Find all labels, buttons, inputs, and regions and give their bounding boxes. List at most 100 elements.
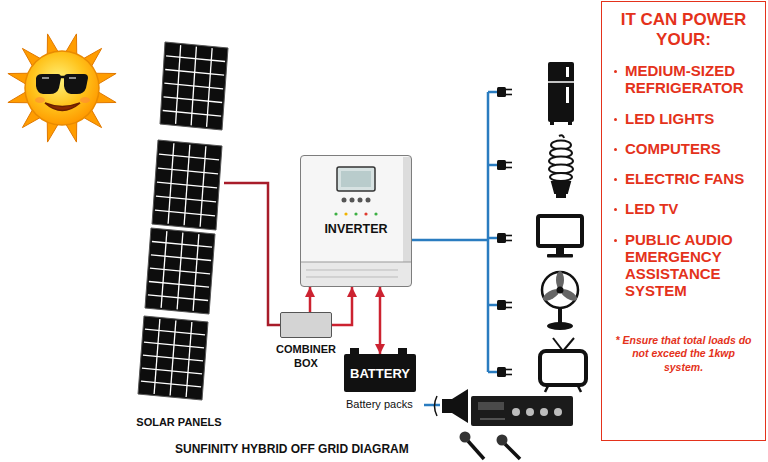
inverter-base <box>301 262 411 286</box>
sunglasses <box>36 74 61 94</box>
bulb-icon <box>550 173 572 181</box>
refrigerator-icon <box>550 122 554 125</box>
inverter-screen <box>341 171 371 187</box>
tv-icon <box>578 386 581 392</box>
list-item: LED TV <box>614 200 759 217</box>
sun-rays <box>8 34 116 142</box>
connector-arrow <box>309 287 312 312</box>
computer-icon <box>538 216 582 258</box>
glare <box>42 77 49 79</box>
info-panel: IT CAN POWER YOUR: MEDIUM-SIZED REFRIGERA… <box>601 1 766 441</box>
cheek <box>80 97 90 103</box>
panel-grid <box>155 210 215 216</box>
amplifier-display <box>478 402 504 410</box>
connector-arrow <box>224 183 280 325</box>
sunglasses <box>60 76 65 79</box>
sun-smile <box>45 103 80 111</box>
panel-grid <box>152 242 212 248</box>
glare <box>69 77 76 79</box>
inverter-button <box>366 198 371 203</box>
output-wiring <box>488 237 497 240</box>
computer-icon <box>556 248 564 254</box>
sound-wave <box>435 396 438 416</box>
inverter-body <box>306 270 398 271</box>
tv-icon <box>540 351 586 385</box>
audio-system <box>480 419 505 420</box>
panel-grid <box>151 255 211 261</box>
output-wiring <box>412 239 488 242</box>
list-item: LED LIGHTS <box>614 110 759 127</box>
inverter-body <box>300 155 412 287</box>
list-item: PUBLIC AUDIO EMERGENCY ASSISTANCE SYSTEM <box>614 231 759 300</box>
panel-grid <box>143 355 203 361</box>
fan-icon <box>542 272 578 308</box>
refrigerator-icon <box>568 122 572 125</box>
microphone-icon <box>497 435 508 446</box>
bullet-dot <box>614 178 617 181</box>
panel-grid <box>150 268 210 274</box>
refrigerator-icon <box>548 62 574 125</box>
inverter-screen <box>337 167 375 191</box>
panel-grid <box>145 329 205 335</box>
inverter-button <box>342 198 347 203</box>
amplifier-knob <box>512 408 520 416</box>
solar-panel <box>160 42 228 130</box>
fan-icon <box>557 287 564 294</box>
status-led <box>364 212 367 215</box>
panel-grid <box>149 282 209 288</box>
panel-grid <box>159 154 219 160</box>
panel-grid <box>165 70 224 76</box>
solar-panel <box>152 140 222 230</box>
connector-arrow <box>379 287 382 354</box>
bulb-icon <box>552 182 570 193</box>
solar-panel <box>138 316 208 400</box>
connector-arrow <box>332 287 352 325</box>
list-item: MEDIUM-SIZED REFRIGERATOR <box>614 62 759 97</box>
inverter-body <box>301 262 411 263</box>
component-label: SOLAR PANELS <box>134 416 224 428</box>
output-wiring <box>487 92 490 372</box>
panel-grid <box>158 168 218 174</box>
diagram-caption: SUNFINITY HYBRID OFF GRID DIAGRAM <box>175 442 409 456</box>
solar-panel <box>160 42 228 130</box>
sun-face <box>25 51 99 125</box>
output-wiring <box>424 404 440 407</box>
combiner-box: COMBINER BOX <box>280 312 332 338</box>
inverter-body <box>306 277 398 278</box>
solar-panel <box>152 140 222 230</box>
bullet-dot <box>614 148 617 151</box>
status-led <box>334 212 337 215</box>
status-led <box>374 212 377 215</box>
audio-system <box>435 389 574 459</box>
plug-symbols <box>497 300 512 310</box>
panel-heading: IT CAN POWER YOUR: <box>614 10 759 49</box>
sunglasses <box>64 74 88 94</box>
bullet-dot <box>614 208 617 211</box>
panel-grid <box>156 196 216 202</box>
refrigerator-icon <box>566 67 569 77</box>
microphone-icon <box>460 432 471 443</box>
panel-grid <box>164 83 223 89</box>
amplifier-knob <box>526 408 534 416</box>
refrigerator-icon <box>548 81 574 83</box>
amplifier-icon <box>471 396 573 426</box>
panel-grid <box>164 97 223 103</box>
fan-icon <box>558 308 562 324</box>
output-wiring <box>488 304 497 307</box>
speaker-icon <box>442 389 468 423</box>
panel-grid <box>157 182 217 188</box>
output-wiring <box>488 91 497 94</box>
amplifier-knob <box>554 408 562 416</box>
panel-grid <box>141 381 201 387</box>
panel-grid <box>144 342 204 348</box>
bulb-icon <box>557 193 565 197</box>
refrigerator-icon <box>566 87 569 103</box>
solar-panel-group: SOLAR PANELS <box>134 40 224 428</box>
bullet-dot <box>614 118 617 121</box>
fan-icon <box>547 322 573 330</box>
panel-grid <box>142 368 202 374</box>
bullet-dot <box>614 239 617 242</box>
solar-panel <box>145 228 215 314</box>
fan-icon <box>556 271 564 289</box>
